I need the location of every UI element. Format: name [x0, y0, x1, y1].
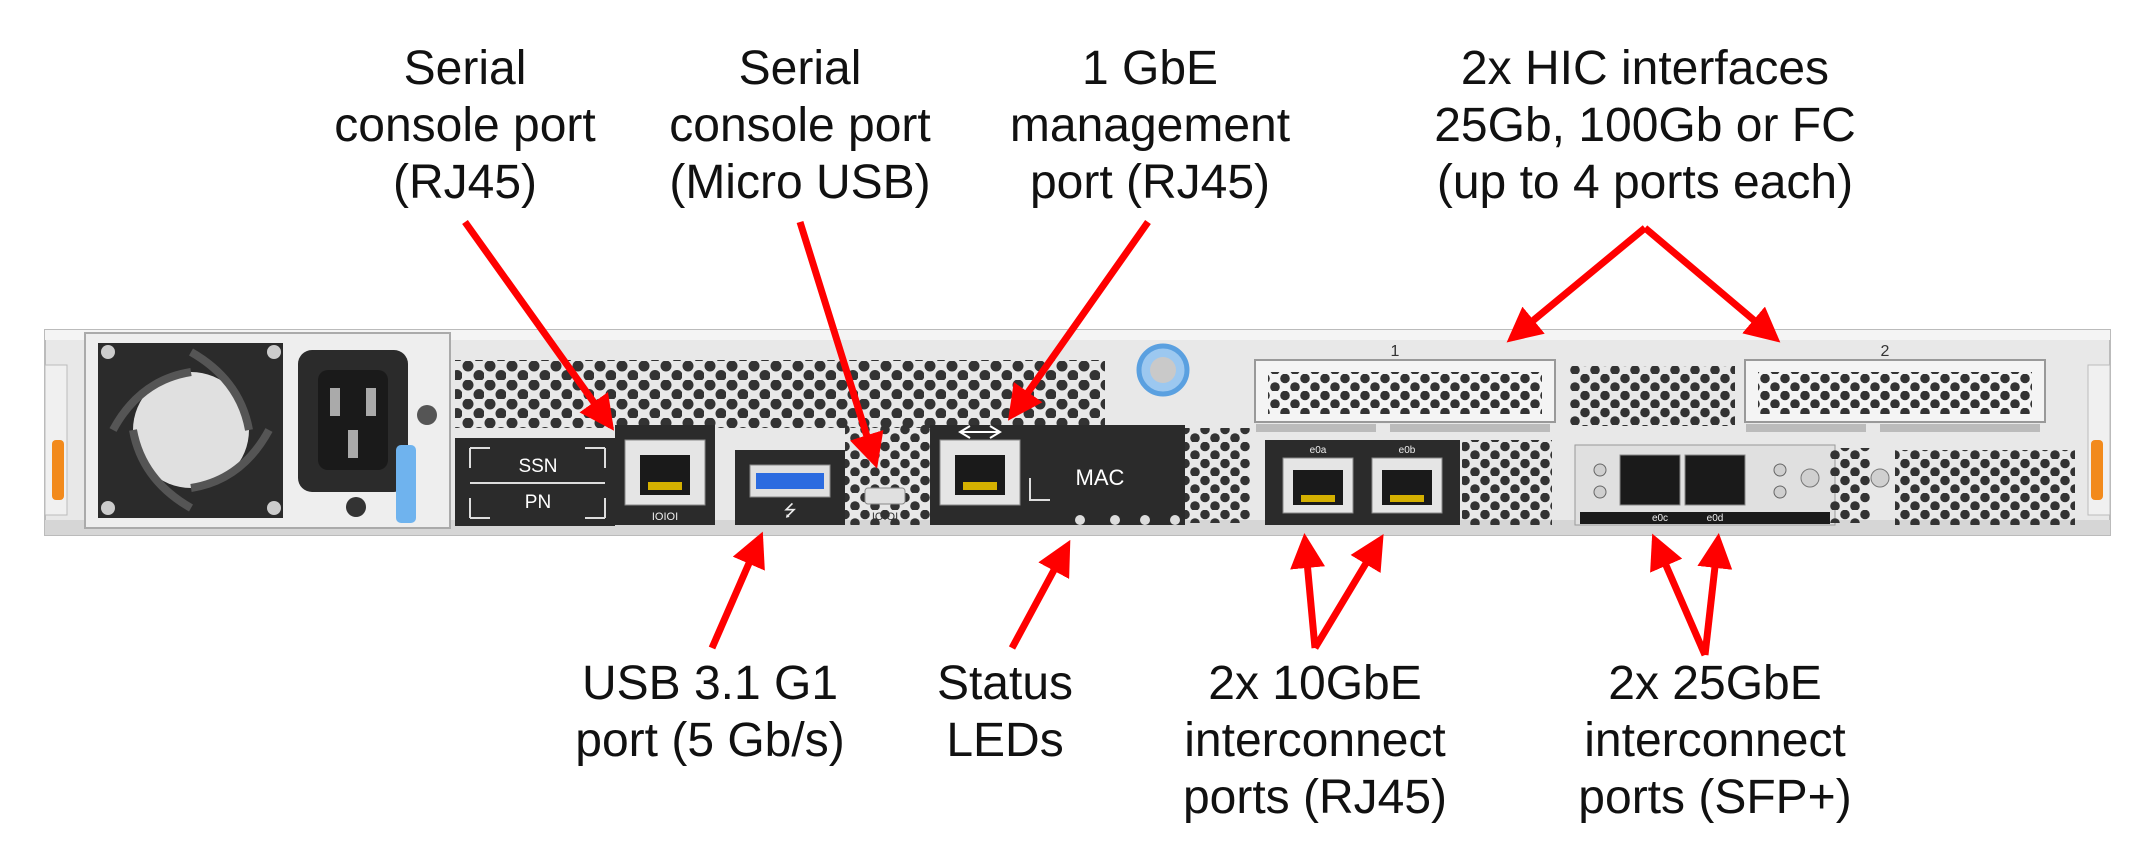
callout-serial-usb: Serial console port (Micro USB) — [635, 40, 965, 211]
callout-line: ports (SFP+) — [1578, 771, 1852, 824]
arrow-status — [1008, 539, 1071, 650]
callout-line: port (5 Gb/s) — [575, 714, 845, 767]
fan-hub-icon — [133, 372, 249, 488]
arrow-10gbe-a — [1290, 533, 1326, 649]
callout-line: Serial — [403, 42, 527, 95]
arrow-serial-rj45 — [462, 219, 615, 431]
callout-10gbe: 2x 10GbE interconnect ports (RJ45) — [1150, 655, 1480, 826]
callout-line: interconnect — [1584, 714, 1846, 767]
callout-line: (Micro USB) — [669, 156, 931, 209]
callout-line: 2x 10GbE — [1208, 657, 1422, 710]
callout-line: 2x HIC interfaces — [1460, 42, 1830, 95]
callout-line: (up to 4 ports each) — [1436, 156, 1854, 209]
arrow-25gbe-a — [1650, 533, 1709, 657]
micro-usb-port[interactable] — [864, 487, 906, 505]
callout-line: 25Gb, 100Gb or FC — [1434, 99, 1856, 152]
callout-line: 1 GbE — [1081, 42, 1219, 95]
arrow-hic-2 — [1642, 225, 1781, 343]
callout-line: console port — [669, 99, 931, 152]
e0b-label: e0b — [1399, 445, 1416, 456]
callout-status: Status LEDs — [880, 655, 1130, 769]
callout-usb31: USB 3.1 G1 port (5 Gb/s) — [545, 655, 875, 769]
micro-glyph: IOIOI — [872, 511, 898, 523]
serial-glyph: IOIOI — [652, 511, 678, 523]
e0d-label: e0d — [1707, 513, 1724, 524]
psu-handle[interactable] — [396, 445, 416, 523]
mac-label: MAC — [1076, 465, 1125, 490]
callout-line: management — [1009, 99, 1291, 152]
callout-25gbe: 2x 25GbE interconnect ports (SFP+) — [1545, 655, 1885, 826]
callout-line: Serial — [738, 42, 862, 95]
callout-line: LEDs — [946, 714, 1064, 767]
e0a-label: e0a — [1310, 445, 1327, 456]
arrow-25gbe-b — [1697, 533, 1733, 656]
arrow-mgmt — [1007, 219, 1151, 421]
callout-line: (RJ45) — [392, 156, 538, 209]
arrow-10gbe-b — [1312, 534, 1384, 650]
slot-1-label: 1 — [1391, 343, 1400, 360]
callout-hic: 2x HIC interfaces 25Gb, 100Gb or FC (up … — [1395, 40, 1895, 211]
arrow-serial-usb — [796, 220, 884, 469]
arrow-usb31 — [708, 531, 765, 650]
callout-line: 2x 25GbE — [1608, 657, 1822, 710]
callout-line: port (RJ45) — [1029, 156, 1271, 209]
ssn-label: SSN — [518, 456, 557, 477]
arrow-hic-1 — [1506, 225, 1648, 343]
callout-serial-rj45: Serial console port (RJ45) — [300, 40, 630, 211]
usb-icon: ⭍ — [783, 502, 796, 520]
callout-line: USB 3.1 G1 — [581, 657, 839, 710]
callout-line: Status — [936, 657, 1074, 710]
port-e0c[interactable] — [1619, 454, 1681, 506]
callout-arrows — [462, 219, 1781, 657]
pn-label: PN — [525, 492, 551, 513]
e0c-label: e0c — [1652, 513, 1668, 524]
callout-line: interconnect — [1184, 714, 1446, 767]
port-e0d[interactable] — [1684, 454, 1746, 506]
slot-2-label: 2 — [1881, 343, 1890, 360]
callout-line: ports (RJ45) — [1182, 771, 1448, 824]
callout-line: console port — [334, 99, 596, 152]
status-leds — [1075, 515, 1180, 525]
callout-mgmt: 1 GbE management port (RJ45) — [985, 40, 1315, 211]
